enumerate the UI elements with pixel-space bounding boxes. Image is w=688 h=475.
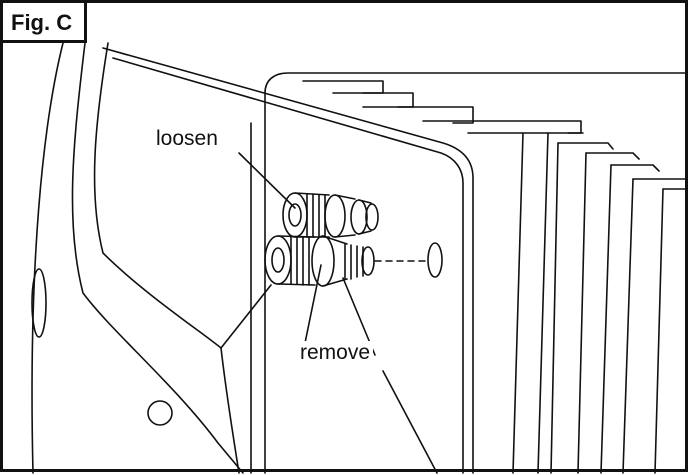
plate-hole-icon xyxy=(427,242,443,278)
lower-fastener xyxy=(264,235,428,287)
remove-callout: remove xyxy=(297,341,374,365)
loosen-leader-line xyxy=(238,152,296,209)
figure-label: Fig. C xyxy=(3,3,88,43)
leader-lines xyxy=(220,152,438,474)
transformer-body xyxy=(250,72,688,474)
loosen-callout: loosen xyxy=(153,127,221,151)
remove-leader-line-1 xyxy=(304,264,322,344)
assembly-drawing xyxy=(31,42,688,474)
upper-fastener xyxy=(282,192,379,238)
housing-left xyxy=(31,42,244,474)
mounting-plate xyxy=(102,47,474,474)
housing-hole-icon xyxy=(147,400,173,426)
housing-edge-line xyxy=(220,284,272,349)
cooling-fins xyxy=(302,80,688,474)
housing-slot-icon xyxy=(31,268,47,338)
plate-edge-line xyxy=(382,370,438,474)
